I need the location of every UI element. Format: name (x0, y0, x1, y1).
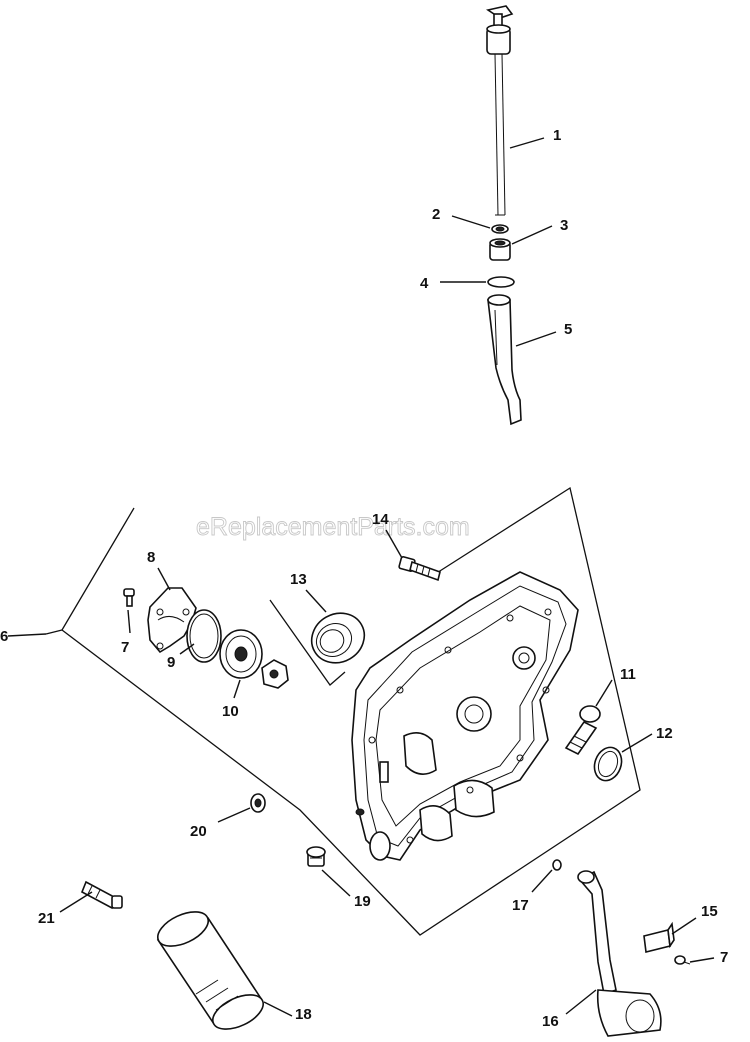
callout-19: 19 (354, 893, 371, 910)
callout-10: 10 (222, 703, 239, 720)
callout-21: 21 (38, 910, 55, 927)
leader-lines (7, 137, 715, 1017)
dipstick-seal[interactable] (491, 224, 509, 234)
pump-rotor[interactable] (219, 629, 263, 679)
dipstick-grommet[interactable] (489, 238, 511, 261)
inner-rotor[interactable] (261, 659, 289, 689)
callout-9: 9 (167, 654, 175, 671)
oil-sensor[interactable] (80, 880, 123, 910)
oil-seal[interactable] (303, 604, 374, 673)
callout-17: 17 (512, 897, 529, 914)
oil-pickup[interactable] (577, 870, 662, 1037)
callout-3: 3 (560, 217, 568, 234)
watermark: eReplacementParts.com (196, 513, 470, 541)
bracket-15[interactable] (643, 921, 675, 953)
small-plug[interactable] (552, 859, 562, 871)
callout-15: 15 (701, 903, 718, 920)
dipstick-rod[interactable] (494, 53, 506, 216)
assembly-frame (45, 486, 641, 936)
oil-filter[interactable] (153, 905, 269, 1036)
dipstick-handle[interactable] (485, 5, 514, 55)
screw-right[interactable] (674, 955, 691, 965)
pump-o-ring[interactable] (186, 609, 222, 663)
callout-7-right: 7 (720, 949, 728, 966)
callout-14: 14 (372, 511, 389, 528)
bolt[interactable] (398, 556, 441, 582)
callout-11: 11 (620, 666, 636, 683)
callout-4: 4 (420, 275, 429, 292)
callout-labels: 1 2 3 4 5 6 7 7 8 9 10 11 12 13 14 15 16… (0, 127, 728, 1030)
plug-20[interactable] (250, 793, 266, 813)
fitting-o-ring[interactable] (590, 744, 626, 785)
drain-plug[interactable] (306, 846, 326, 867)
pump-cover-group (123, 587, 289, 689)
callout-18: 18 (295, 1006, 312, 1023)
callout-16: 16 (542, 1013, 559, 1030)
callout-6: 6 (0, 628, 8, 645)
closure-plate[interactable] (351, 571, 579, 861)
callout-20: 20 (190, 823, 207, 840)
callout-5: 5 (564, 321, 572, 338)
dipstick-assembly (485, 5, 522, 426)
callout-13: 13 (290, 571, 307, 588)
pump-cover[interactable] (147, 587, 197, 654)
screw-left[interactable] (123, 588, 135, 607)
callout-2: 2 (432, 206, 440, 223)
o-ring[interactable] (487, 276, 515, 288)
dipstick-tube[interactable] (487, 294, 522, 426)
callout-8: 8 (147, 549, 155, 566)
callout-1: 1 (553, 127, 561, 144)
oil-fitting[interactable] (564, 705, 601, 756)
callout-7-left: 7 (121, 639, 129, 656)
callout-12: 12 (656, 725, 673, 742)
